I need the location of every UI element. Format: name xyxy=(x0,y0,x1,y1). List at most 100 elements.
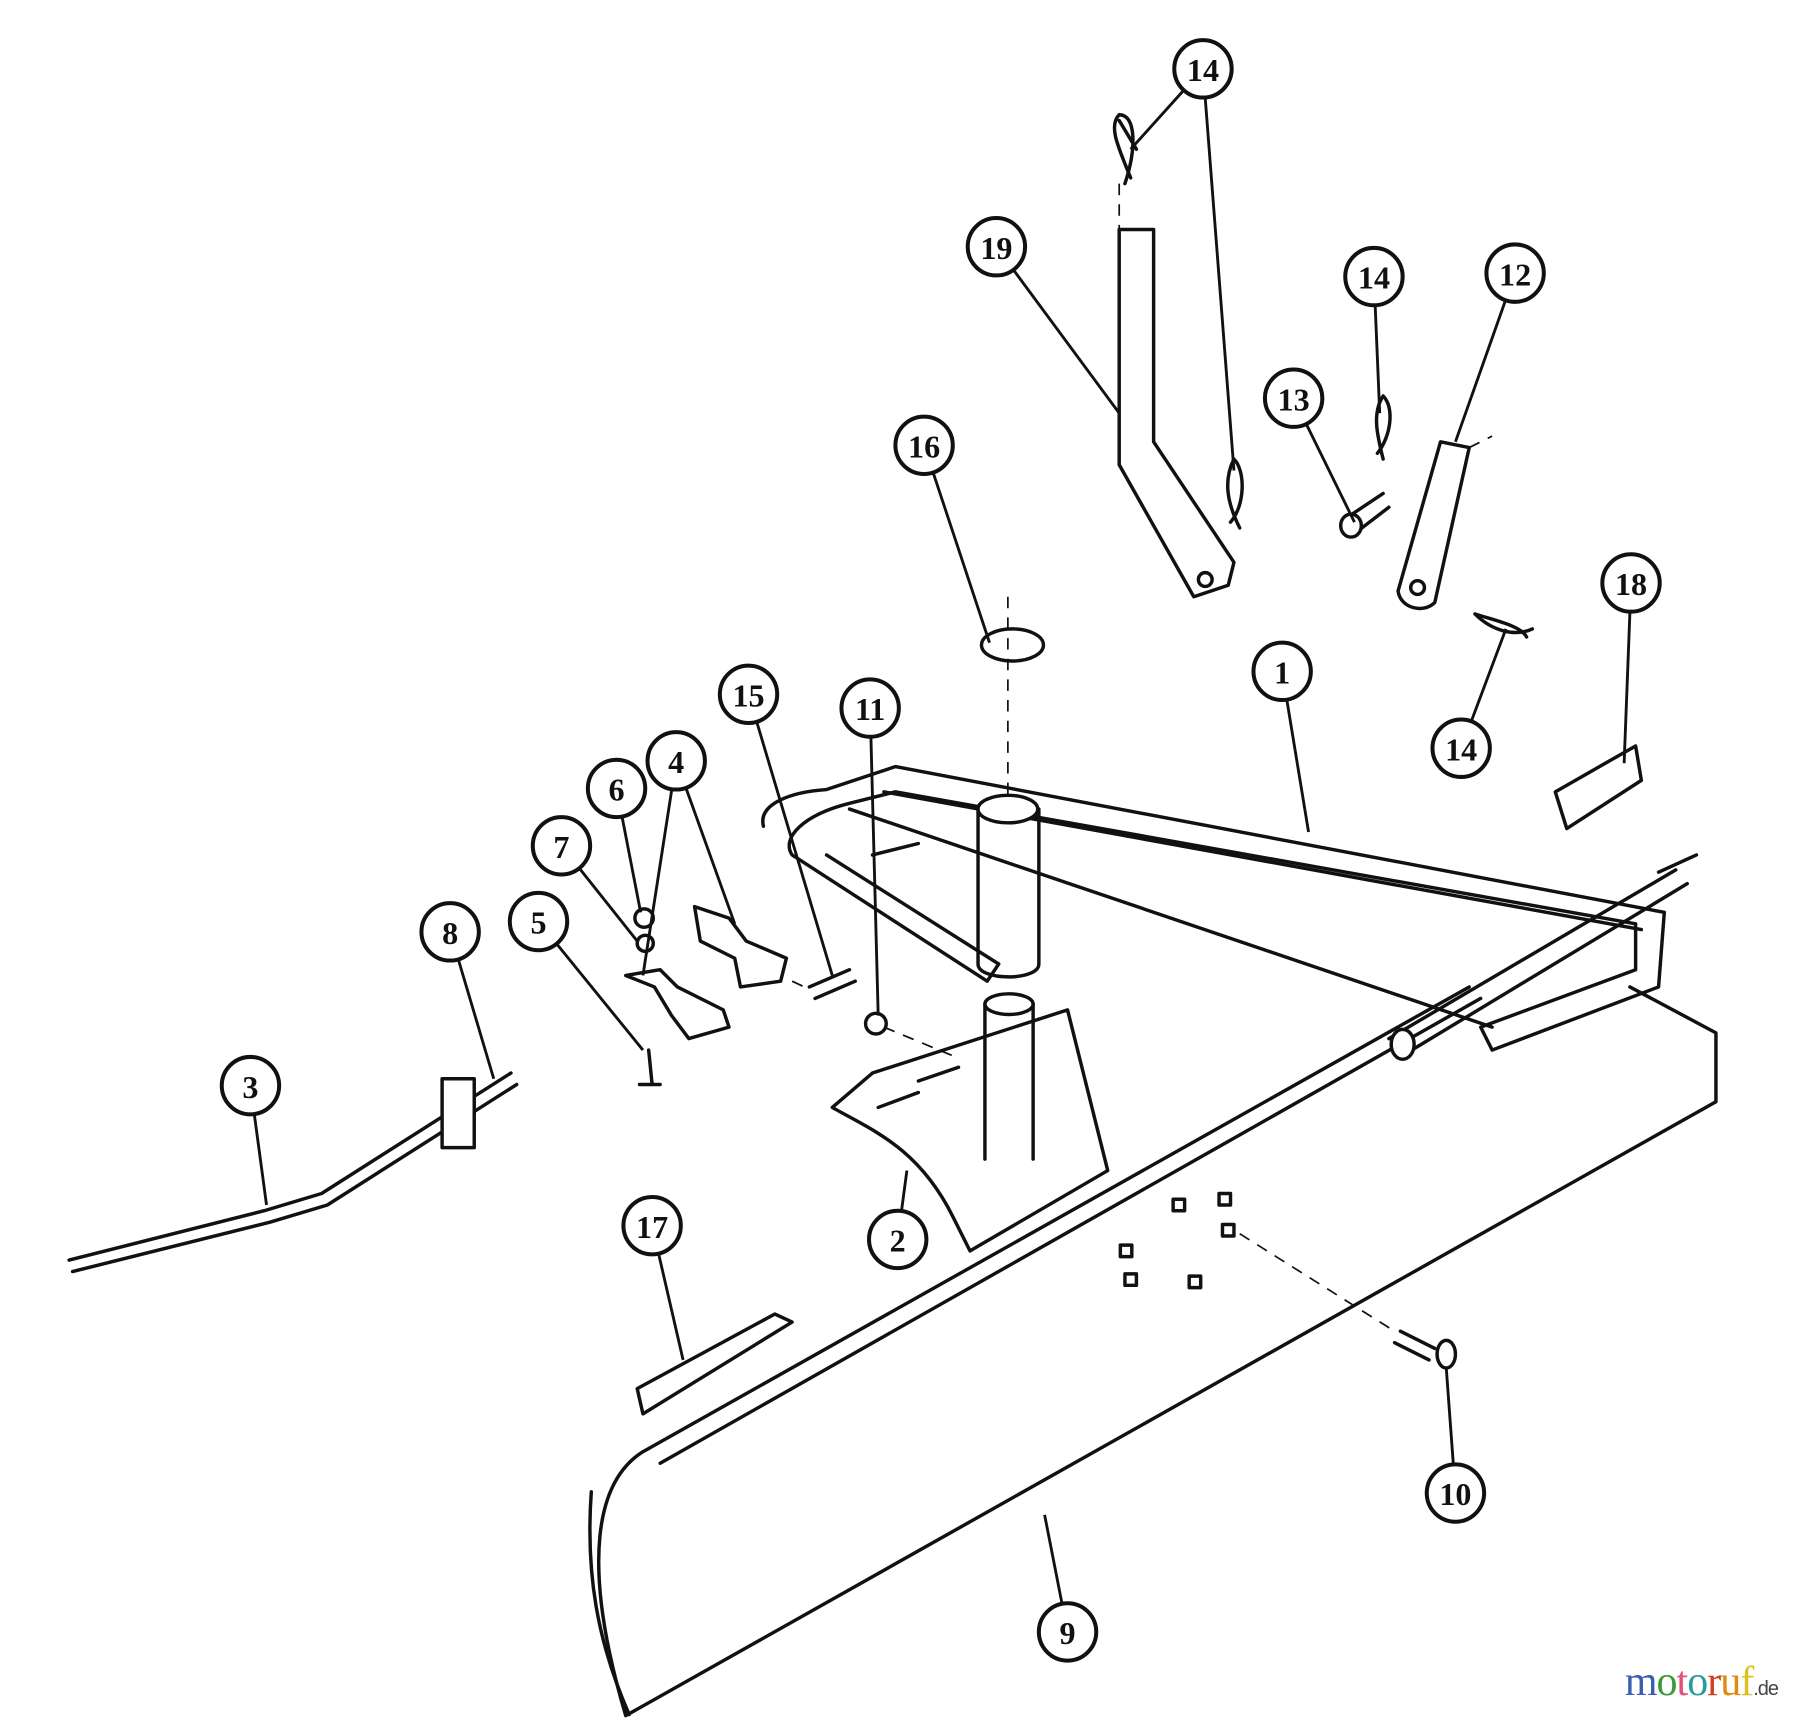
watermark-letter: o xyxy=(1687,1659,1708,1705)
part-base-plate xyxy=(830,1008,1110,1253)
part-bracket-hole xyxy=(1196,570,1214,589)
callout-12: 12 xyxy=(1484,242,1546,304)
callout-number: 17 xyxy=(636,1209,668,1245)
callout-number: 3 xyxy=(242,1069,258,1105)
callout-circle xyxy=(507,890,570,953)
watermark-letter: m xyxy=(1624,1659,1658,1705)
part-washer xyxy=(635,933,655,954)
callout-14: 14 xyxy=(1343,245,1405,308)
callout-10: 10 xyxy=(1424,1462,1487,1524)
callout-6: 6 xyxy=(585,757,648,820)
callout-number: 14 xyxy=(1187,52,1219,88)
part-pivot-top xyxy=(976,793,1040,825)
callout-4: 4 xyxy=(645,730,707,792)
part-lever-clamp xyxy=(440,1077,476,1150)
callout-number: 10 xyxy=(1439,1476,1471,1512)
part-base-post xyxy=(983,1002,1035,1161)
callout-1: 1 xyxy=(1251,640,1313,703)
part-bolt xyxy=(637,1048,662,1087)
callout-circle xyxy=(1600,552,1662,614)
callout-7: 7 xyxy=(530,815,593,877)
part-link xyxy=(1396,440,1471,611)
callout-circle xyxy=(1251,640,1313,703)
callouts: 14 19 14 12 13 16 18 1 14 15 11 647 8 5 3 2 17 10 9 xyxy=(219,38,1662,1663)
leader-line xyxy=(747,693,834,976)
callout-circle xyxy=(839,677,901,739)
callout-number: 14 xyxy=(1445,731,1477,767)
callout-circle xyxy=(1430,717,1492,779)
watermark-letter: r xyxy=(1707,1659,1721,1705)
watermark-suffix: .de xyxy=(1753,1678,1779,1700)
part-hairpin-clip xyxy=(1473,612,1535,639)
callout-19: 19 xyxy=(965,216,1028,278)
part-clamp-half xyxy=(624,968,731,1041)
watermark-letter: t xyxy=(1676,1659,1689,1705)
callout-13: 13 xyxy=(1262,367,1325,429)
callout-14: 14 xyxy=(1430,717,1492,779)
callout-circle xyxy=(530,815,593,877)
leader-lines xyxy=(249,67,1633,1633)
assembly-line xyxy=(791,183,1493,1332)
callout-number: 14 xyxy=(1358,260,1390,296)
callout-circle xyxy=(1036,1601,1099,1663)
watermark-letter: u xyxy=(1720,1659,1741,1705)
callout-number: 16 xyxy=(908,428,940,464)
part-lift-lever xyxy=(67,1071,519,1274)
callout-number: 11 xyxy=(855,691,885,727)
part-link-hole xyxy=(1408,578,1427,597)
callout-circle xyxy=(893,414,955,476)
callout-14: 14 xyxy=(1172,38,1234,100)
leader-line xyxy=(922,444,991,644)
leader-line xyxy=(641,760,678,976)
callout-3: 3 xyxy=(219,1054,282,1117)
callout-circle xyxy=(1424,1462,1487,1524)
part-base-slots xyxy=(870,841,961,1110)
callout-circle xyxy=(645,730,707,792)
callout-2: 2 xyxy=(867,1208,929,1271)
leader-line xyxy=(868,708,880,1016)
part-blade-face xyxy=(588,1490,631,1717)
callout-number: 12 xyxy=(1499,256,1531,292)
part-skid-shoe-right xyxy=(1553,744,1644,831)
callout-circle xyxy=(965,216,1028,278)
part-hairpin-clip xyxy=(1226,457,1244,530)
callout-number: 6 xyxy=(609,772,625,808)
callout-number: 13 xyxy=(1278,381,1310,417)
part-drawings xyxy=(67,113,1718,1718)
callout-circle xyxy=(1484,242,1546,304)
callout-circle xyxy=(219,1054,282,1117)
callout-number: 18 xyxy=(1615,566,1647,602)
callout-number: 19 xyxy=(980,230,1012,266)
callout-15: 15 xyxy=(717,663,780,726)
callout-number: 2 xyxy=(890,1223,906,1259)
callout-circle xyxy=(867,1208,929,1271)
part-a-frame-inner xyxy=(847,790,1644,1029)
callout-circle xyxy=(717,663,780,726)
part-crossbar-end xyxy=(1389,1027,1416,1061)
callout-9: 9 xyxy=(1036,1601,1099,1663)
leader-line xyxy=(995,245,1121,414)
callout-8: 8 xyxy=(419,901,481,963)
part-hairpin-clip xyxy=(1112,113,1139,186)
watermark-letter: f xyxy=(1740,1659,1754,1705)
callout-18: 18 xyxy=(1600,552,1662,614)
callout-number: 9 xyxy=(1060,1615,1076,1651)
callout-number: 15 xyxy=(732,677,764,713)
part-blade xyxy=(597,985,1718,1718)
part-crossbar xyxy=(1387,853,1699,1056)
callout-number: 8 xyxy=(442,915,458,951)
part-carriage-bolt xyxy=(1392,1329,1437,1362)
callout-16: 16 xyxy=(893,414,955,476)
callout-5: 5 xyxy=(507,890,570,953)
part-nut-11 xyxy=(863,1011,888,1036)
watermark-letter: o xyxy=(1656,1659,1678,1705)
part-base-post-top xyxy=(983,992,1035,1017)
part-bolt-15 xyxy=(807,968,857,1001)
part-support-bracket xyxy=(1117,227,1236,599)
part-pivot-post xyxy=(976,807,1041,979)
motoruf-watermark-logo: motoruf.de xyxy=(1624,1658,1779,1706)
callout-circle xyxy=(419,901,481,963)
callout-circle xyxy=(621,1194,683,1257)
